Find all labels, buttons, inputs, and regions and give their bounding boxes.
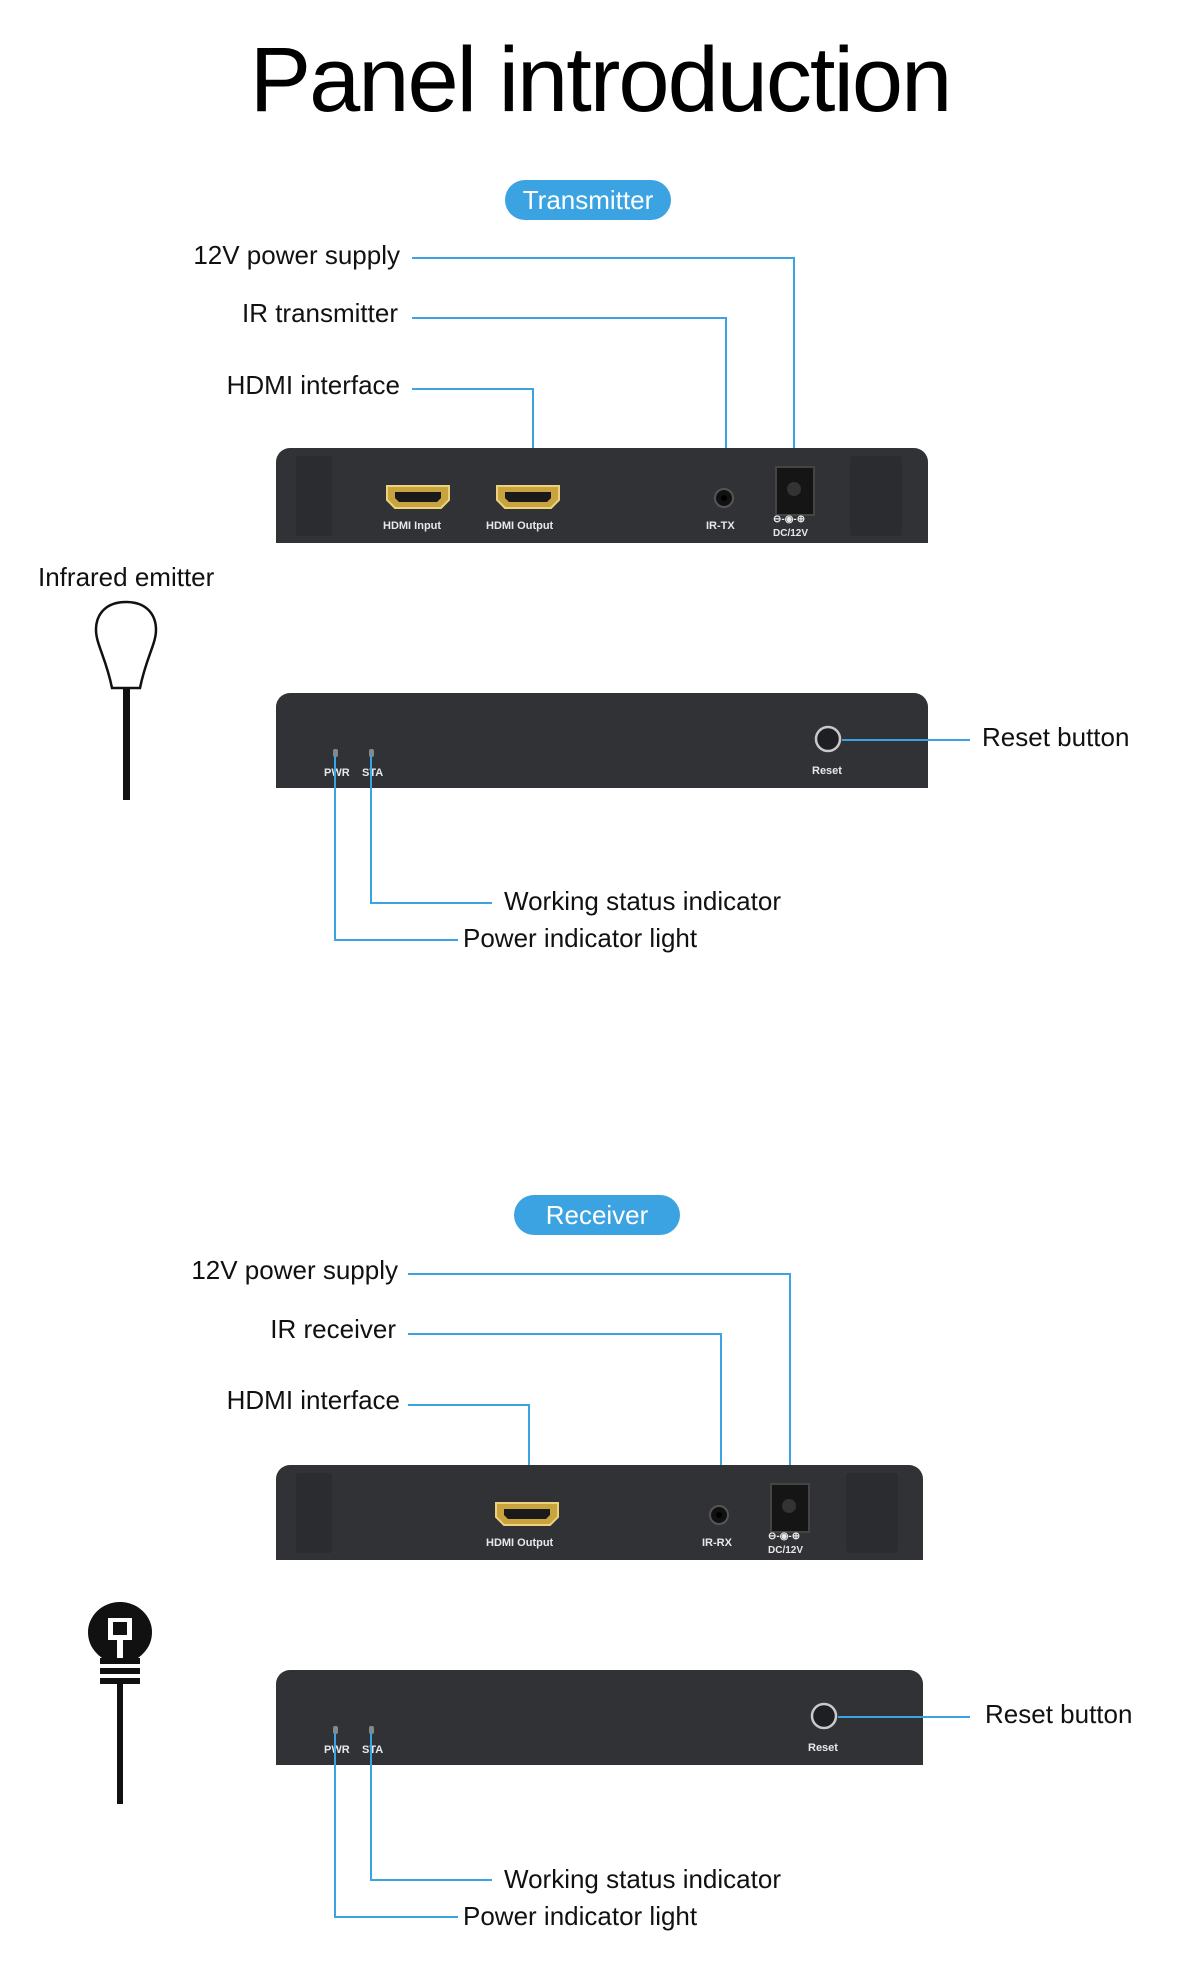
- tx-power-supply-label: 12V power supply: [193, 240, 400, 270]
- rx-reset-button-label: Reset button: [985, 1699, 1133, 1729]
- panel-foot: [846, 1473, 898, 1553]
- receiver-back-panel: HDMI Output IR-RX ⊖-◉-⊕ DC/12V: [276, 1465, 923, 1560]
- rx-sta-callout-line: [370, 1733, 492, 1881]
- hdmi-output-port-icon: [492, 1499, 562, 1529]
- tx-ir-label: IR transmitter: [241, 298, 398, 328]
- infrared-receiver-icon: [84, 1598, 156, 1812]
- reset-button-icon: [810, 1702, 838, 1730]
- tx-power-indicator-label: Power indicator light: [463, 923, 698, 953]
- tx-hdmi-label: HDMI interface: [226, 370, 400, 400]
- rx-power-callout-line: [408, 1273, 791, 1507]
- rx-hdmi-label: HDMI interface: [226, 1385, 400, 1415]
- rx-ir-callout-line: [408, 1333, 722, 1509]
- sta-led-icon: [369, 749, 374, 757]
- rx-power-indicator-label: Power indicator light: [463, 1901, 698, 1931]
- infrared-emitter-label: Infrared emitter: [38, 562, 215, 592]
- sta-label: STA: [362, 767, 384, 779]
- dc-power-jack-icon: [775, 466, 815, 516]
- tx-working-status-label: Working status indicator: [504, 886, 781, 916]
- tx-hdmi-callout-line: [412, 388, 534, 502]
- ir-rx-label: IR-RX: [702, 1537, 732, 1549]
- hdmi-output-port-icon: [493, 482, 563, 512]
- dc-12v-label: DC/12V: [768, 1545, 804, 1556]
- tx-ir-callout-line: [412, 317, 727, 493]
- hdmi-output-label: HDMI Output: [486, 520, 554, 532]
- infrared-emitter-icon: [90, 598, 162, 808]
- receiver-front-panel: PWR STA Reset: [276, 1670, 923, 1765]
- dc-12v-label: DC/12V: [773, 528, 809, 539]
- transmitter-badge: Transmitter: [505, 180, 671, 220]
- ir-jack-icon: [714, 488, 734, 508]
- dc-polarity-icon: ⊖-◉-⊕: [773, 514, 806, 525]
- hdmi-output-label: HDMI Output: [486, 1537, 554, 1549]
- sta-label: STA: [362, 1744, 384, 1756]
- rx-ir-label: IR receiver: [270, 1314, 396, 1344]
- panel-foot: [296, 1473, 332, 1553]
- reset-label: Reset: [812, 765, 842, 777]
- pwr-label: PWR: [324, 767, 350, 779]
- ir-jack-icon: [709, 1505, 729, 1525]
- tx-power-callout-line: [412, 257, 795, 491]
- hdmi-input-label: HDMI Input: [383, 520, 442, 532]
- rx-pwr-callout-line: [334, 1733, 458, 1918]
- rx-power-supply-label: 12V power supply: [191, 1255, 398, 1285]
- panel-foot: [296, 456, 332, 536]
- transmitter-front-panel: PWR STA Reset: [276, 693, 928, 788]
- reset-label: Reset: [808, 1742, 838, 1754]
- dc-power-jack-icon: [770, 1483, 810, 1533]
- tx-sta-callout-line: [370, 756, 492, 904]
- tx-reset-button-label: Reset button: [982, 722, 1130, 752]
- reset-button-icon: [814, 725, 842, 753]
- rx-working-status-label: Working status indicator: [504, 1864, 781, 1894]
- panel-foot: [850, 456, 902, 536]
- tx-reset-callout-line: [842, 739, 970, 741]
- hdmi-input-port-icon: [383, 482, 453, 512]
- tx-pwr-callout-line: [334, 756, 458, 941]
- transmitter-back-panel: HDMI Input HDMI Output IR-TX ⊖-◉-⊕ DC/12…: [276, 448, 928, 543]
- ir-tx-label: IR-TX: [706, 520, 735, 532]
- pwr-led-icon: [333, 749, 338, 757]
- pwr-led-icon: [333, 1726, 338, 1734]
- pwr-label: PWR: [324, 1744, 350, 1756]
- rx-hdmi-callout-line: [408, 1404, 530, 1518]
- page-title: Panel introduction: [249, 29, 953, 131]
- dc-polarity-icon: ⊖-◉-⊕: [768, 1531, 801, 1542]
- receiver-badge: Receiver: [514, 1195, 680, 1235]
- sta-led-icon: [369, 1726, 374, 1734]
- rx-reset-callout-line: [838, 1716, 970, 1718]
